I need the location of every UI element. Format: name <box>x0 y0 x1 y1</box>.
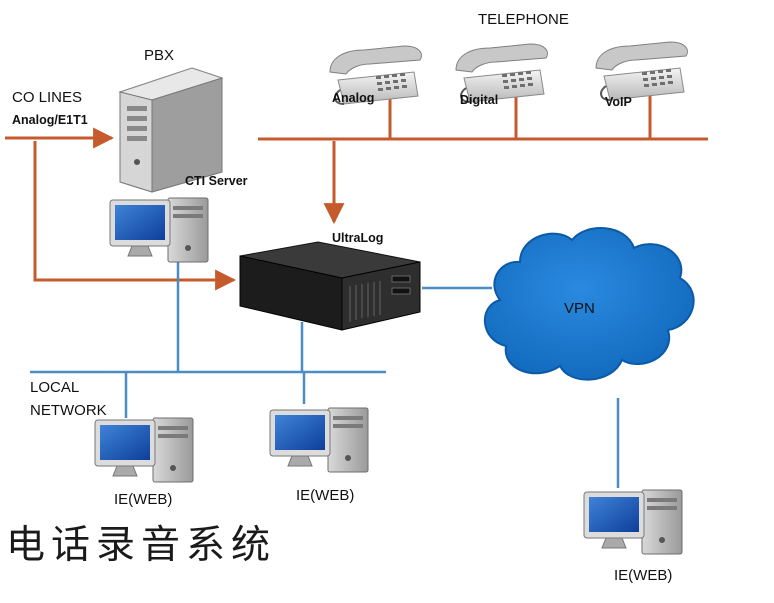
client-2-label: IE(WEB) <box>296 487 355 504</box>
client-1-label: IE(WEB) <box>114 491 173 508</box>
client-pc-icon-2 <box>269 407 369 473</box>
local-label: LOCAL <box>30 379 80 396</box>
telephone-label: TELEPHONE <box>478 11 569 28</box>
local-network-lines <box>30 262 620 488</box>
vpn-cloud-icon <box>484 227 695 381</box>
cti-server-icon <box>109 197 209 263</box>
pbx-label: PBX <box>144 47 175 64</box>
client-pc-icon-3 <box>583 489 683 555</box>
co-lines-to-ultralog-arrow <box>33 141 237 291</box>
ultralog-label: UltraLog <box>332 231 384 245</box>
ultralog-server-icon <box>239 241 421 331</box>
co-lines-label: CO LINES <box>12 89 83 106</box>
voip-phone-icon <box>595 41 689 101</box>
pbx-server-icon <box>118 67 224 193</box>
network-label: NETWORK <box>30 402 107 419</box>
cti-server-label: CTI Server <box>185 174 248 188</box>
client-3-label: IE(WEB) <box>614 567 673 584</box>
analog-phone-label: Analog <box>332 91 375 105</box>
voip-phone-label: VoIP <box>605 95 632 109</box>
diagram-title: 电话录音系统 <box>6 523 277 568</box>
vpn-label: VPN <box>564 300 595 317</box>
client-pc-icon-1 <box>94 417 194 483</box>
digital-phone-label: Digital <box>460 93 499 107</box>
analog-e1t1-label: Analog/E1T1 <box>12 113 88 127</box>
